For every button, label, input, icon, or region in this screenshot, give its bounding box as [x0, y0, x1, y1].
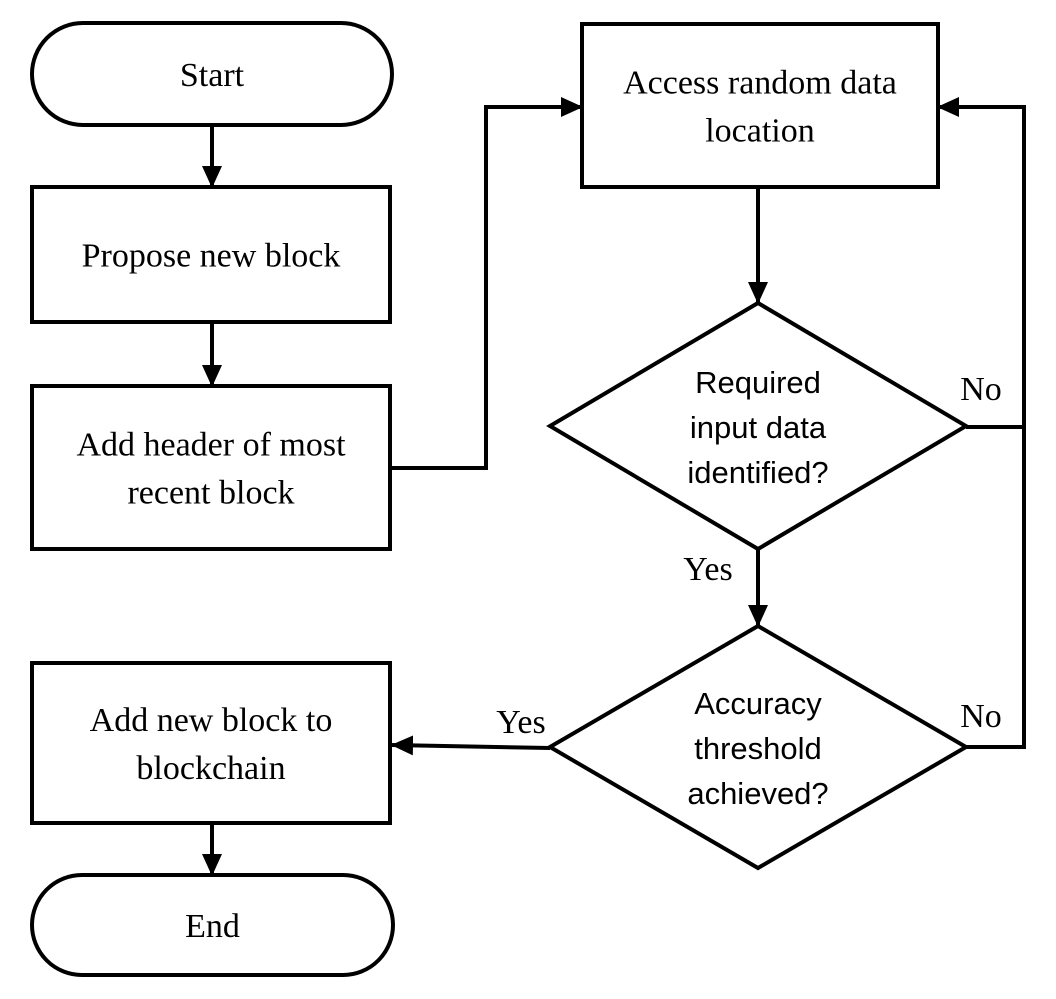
edge-addheader-to-access [390, 97, 583, 470]
accuracy-check-label-line: achieved? [687, 776, 828, 811]
add-header-label-line: recent block [127, 475, 294, 512]
add-to-chain-label-line: blockchain [136, 750, 285, 787]
accuracy-check-shape [546, 623, 970, 871]
node-add-to-chain: Add new block to blockchain [30, 661, 392, 825]
node-end: End [30, 873, 395, 977]
accuracy-check-label-line: threshold [694, 731, 822, 766]
label-yes-accuracy: Yes [496, 704, 545, 741]
start-shape [30, 21, 394, 127]
node-propose-block: Propose new block [30, 185, 392, 324]
label-no-accuracy: No [960, 698, 1002, 735]
edge-accuracy-yes-to-addchain [391, 735, 551, 756]
accuracy-check-label: Accuracy threshold achieved? [687, 686, 828, 811]
add-to-chain-shape [30, 661, 392, 825]
access-data-label-line: Access random data [623, 65, 897, 102]
accuracy-check-label-line: Accuracy [694, 686, 822, 721]
start-label: Start [180, 57, 245, 94]
propose-block-label-line: Propose new block [82, 238, 341, 275]
input-identified-label-line: Required [695, 365, 821, 400]
end-shape [30, 873, 395, 977]
node-start: Start [30, 21, 394, 127]
propose-block-label: Propose new block [82, 238, 341, 275]
input-identified-label: Required input data identified? [687, 365, 828, 490]
node-add-header: Add header of most recent block [30, 384, 392, 551]
access-data-label-line: location [705, 113, 815, 150]
add-header-label: Add header of most recent block [76, 427, 346, 512]
propose-block-shape [30, 185, 392, 324]
node-input-identified: Required input data identified? [546, 300, 970, 552]
input-identified-label-line: identified? [687, 455, 828, 490]
end-label-line: End [185, 908, 240, 945]
access-data-label: Access random data location [623, 65, 897, 150]
node-accuracy-check: Accuracy threshold achieved? [546, 623, 970, 871]
access-data-shape [580, 22, 940, 189]
label-yes-input: Yes [683, 551, 732, 588]
add-header-label-line: Add header of most [76, 427, 346, 464]
add-header-shape [30, 384, 392, 551]
start-label-line: Start [180, 57, 245, 94]
end-label: End [185, 908, 240, 945]
node-access-data: Access random data location [580, 22, 940, 189]
label-no-input: No [960, 371, 1002, 408]
edge-accuracy-no-loop-to-access [937, 97, 1026, 749]
add-to-chain-label-line: Add new block to [90, 702, 333, 739]
input-identified-shape [546, 300, 970, 552]
input-identified-label-line: input data [690, 410, 827, 445]
add-to-chain-label: Add new block to blockchain [90, 702, 333, 787]
